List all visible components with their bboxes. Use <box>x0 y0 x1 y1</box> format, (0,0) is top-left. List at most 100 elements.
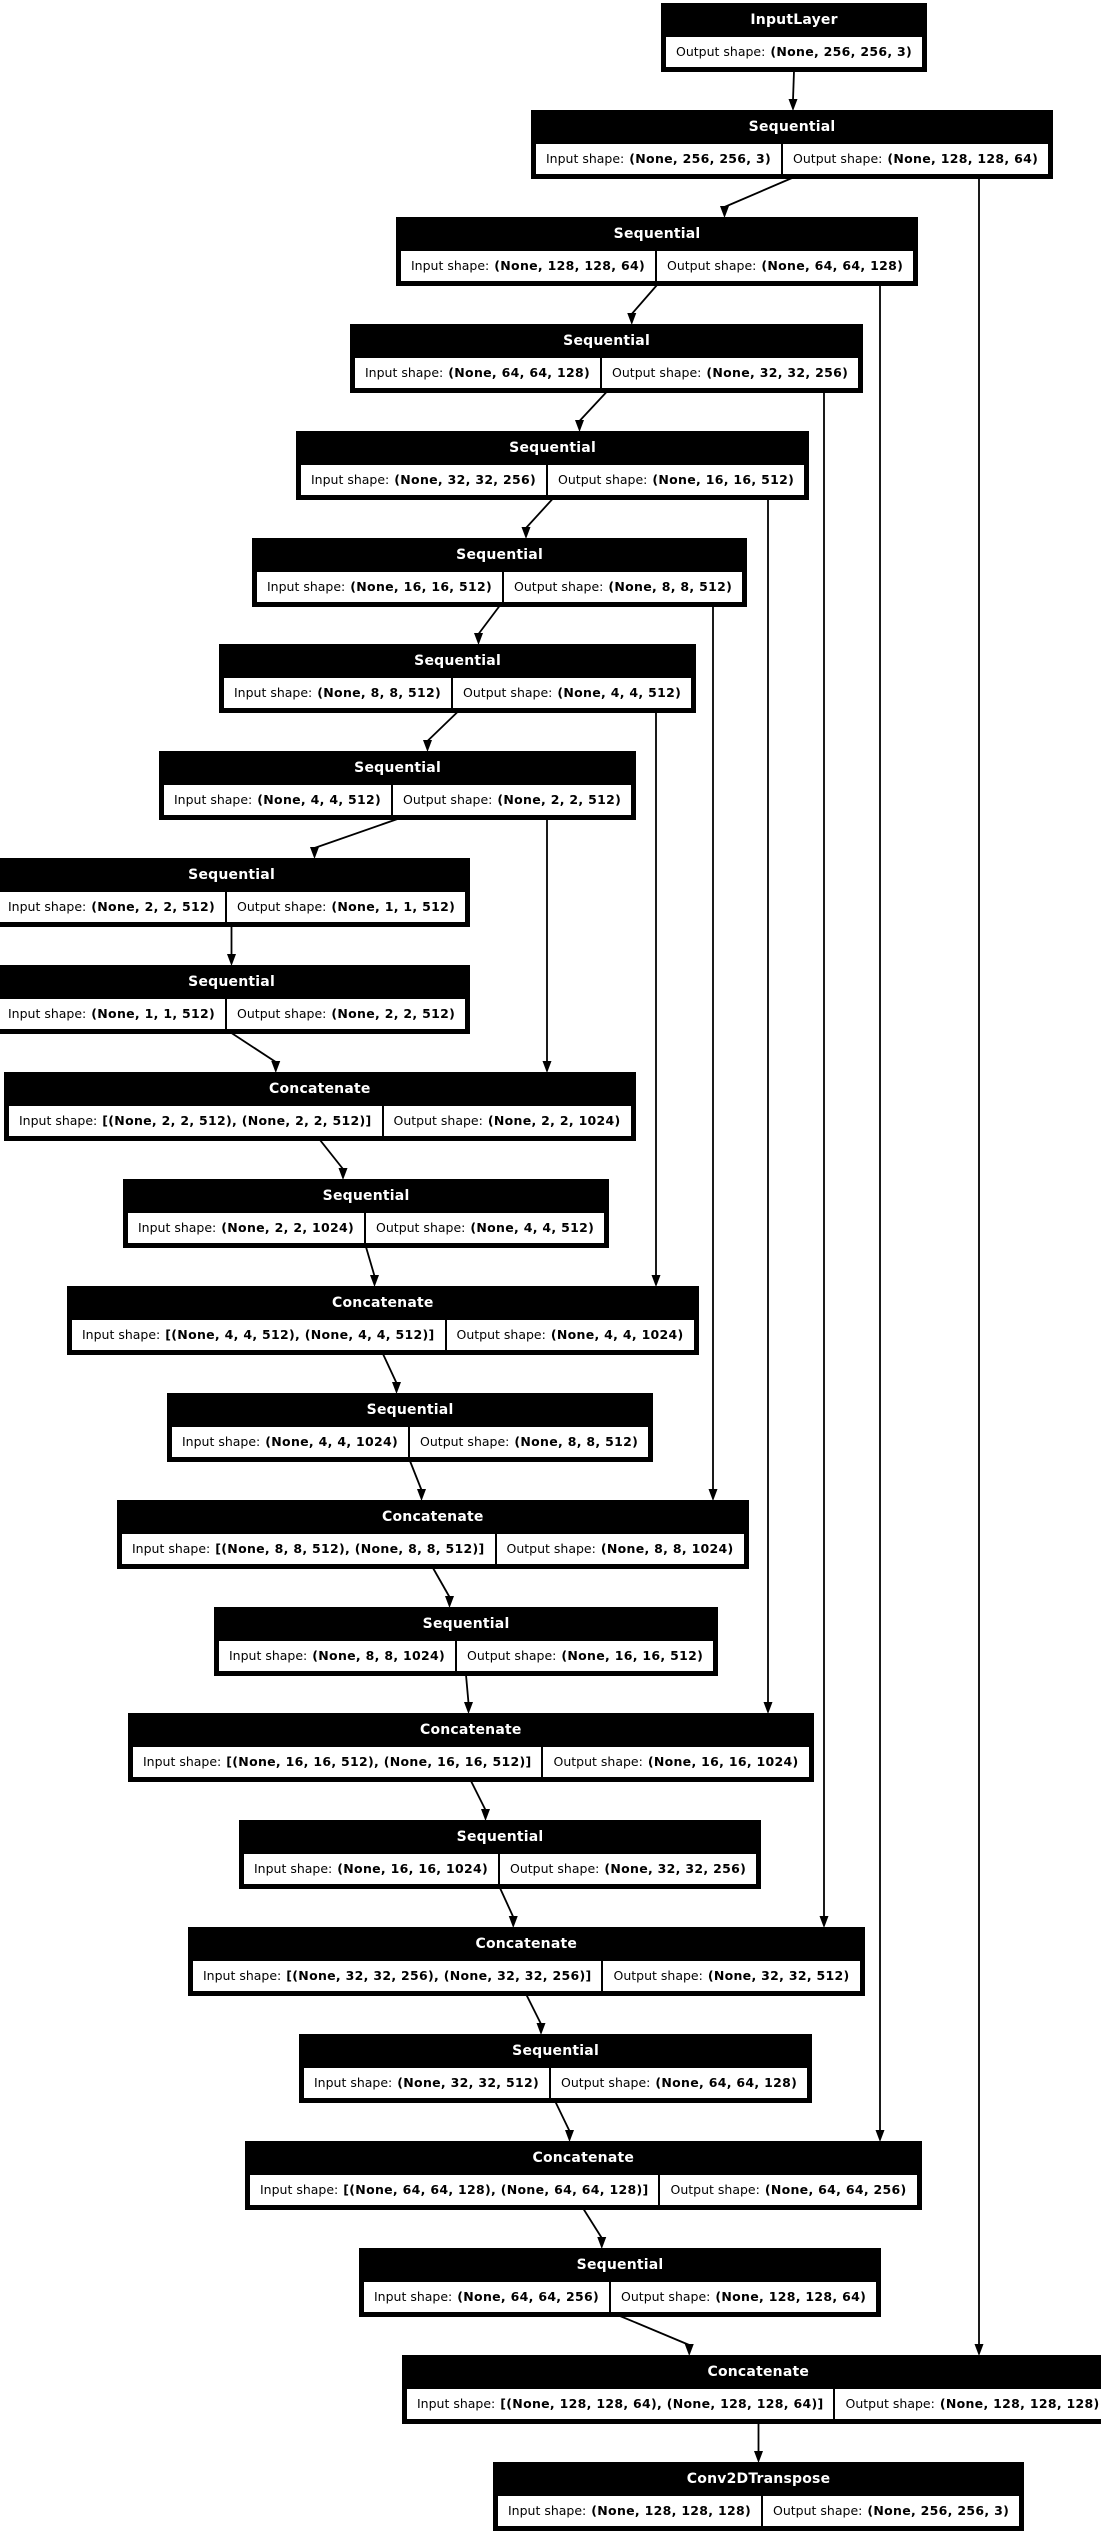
output-shape-label: Output shape: <box>845 2396 935 2411</box>
layer-shapes-row: Input shape:[(None, 64, 64, 128), (None,… <box>247 2172 920 2208</box>
output-shape-label: Output shape: <box>506 1541 596 1556</box>
edge-line <box>525 1994 542 2025</box>
input-shape-value: [(None, 16, 16, 512), (None, 16, 16, 512… <box>226 1754 532 1769</box>
edge-line <box>409 1460 423 1491</box>
edge-line <box>382 1353 398 1384</box>
layer-type-title: Sequential <box>366 1402 454 1418</box>
layer-shapes-row: Input shape:[(None, 2, 2, 512), (None, 2… <box>6 1103 634 1139</box>
arrowhead-icon <box>754 2451 763 2463</box>
input-shape-cell: Input shape:[(None, 32, 32, 256), (None,… <box>192 1960 603 1992</box>
input-shape-cell: Input shape:(None, 4, 4, 1024) <box>171 1426 410 1458</box>
layer-shapes-row: Input shape:(None, 128, 128, 64)Output s… <box>398 248 917 284</box>
input-shape-label: Input shape: <box>411 258 490 273</box>
layer-shapes-row: Input shape:[(None, 4, 4, 512), (None, 4… <box>69 1317 697 1353</box>
input-shape-cell: Input shape:(None, 128, 128, 128) <box>497 2495 763 2527</box>
input-shape-label: Input shape: <box>203 1968 282 1983</box>
output-shape-value: (None, 16, 16, 512) <box>652 472 795 487</box>
edge-line <box>314 818 398 849</box>
output-shape-value: (None, 2, 2, 1024) <box>487 1113 621 1128</box>
output-shape-cell: Output shape: (None, 128, 128, 64) <box>610 2281 878 2313</box>
input-shape-label: Input shape: <box>234 685 313 700</box>
input-shape-label: Input shape: <box>82 1327 161 1342</box>
input-shape-value: (None, 8, 8, 512) <box>317 685 442 700</box>
output-shape-cell: Output shape:(None, 4, 4, 512) <box>452 677 693 709</box>
input-shape-cell: Input shape:(None, 2, 2, 1024) <box>127 1212 366 1244</box>
layer-shapes-row: Input shape:(None, 32, 32, 256)Output sh… <box>298 462 808 498</box>
edge-line <box>365 1246 376 1277</box>
layer-shapes-row: Input shape:[(None, 128, 128, 64), (None… <box>404 2386 1101 2422</box>
arrowhead-icon <box>536 2023 546 2035</box>
arrowhead-icon <box>370 1275 379 1287</box>
output-shape-label: Output shape: <box>621 2289 711 2304</box>
arrowhead-icon <box>875 2130 885 2142</box>
arrowhead-icon <box>565 2130 574 2142</box>
input-shape-label: Input shape: <box>260 2182 339 2197</box>
output-shape-value: (None, 64, 64, 128) <box>761 258 904 273</box>
output-shape-value: (None, 64, 64, 256) <box>764 2182 907 2197</box>
output-shape-value: (None, 2, 2, 512) <box>497 792 622 807</box>
input-shape-value: [(None, 8, 8, 512), (None, 8, 8, 512)] <box>215 1541 485 1556</box>
input-shape-value: (None, 16, 16, 1024) <box>337 1861 489 1876</box>
input-shape-value: (None, 128, 128, 128) <box>591 2503 752 2518</box>
layer-shapes-row: Input shape:(None, 4, 4, 512)Output shap… <box>161 782 635 818</box>
edge-line <box>631 284 658 315</box>
input-shape-value: (None, 64, 64, 128) <box>448 365 591 380</box>
output-shape-cell: Output shape: (None, 64, 64, 256) <box>659 2174 918 2206</box>
layer-shapes-row: Input shape: (None, 16, 16, 1024) Output s… <box>241 1851 760 1887</box>
input-shape-label: Input shape: <box>254 1861 333 1876</box>
arrowhead-icon <box>708 1489 718 1501</box>
layer-type-title: Sequential <box>354 760 441 776</box>
input-shape-label: Input shape: <box>19 1113 98 1128</box>
output-shape-value: (None, 256, 256, 3) <box>867 2503 1010 2518</box>
arrowhead-icon <box>474 633 483 645</box>
output-shape-value: (None, 4, 4, 512) <box>470 1220 595 1235</box>
layer-shapes-row: Input shape:[(None, 8, 8, 512), (None, 8… <box>119 1531 747 1567</box>
output-shape-label: Output shape: <box>670 2182 760 2197</box>
layer-type-title: Sequential <box>613 226 701 242</box>
output-shape-value: (None, 128, 128, 64) <box>715 2289 867 2304</box>
input-shape-cell: Input shape:(None, 2, 2, 512) <box>0 891 227 923</box>
arrowhead-icon <box>338 1168 348 1180</box>
output-shape-label: Output shape: <box>510 1861 600 1876</box>
arrowhead-icon <box>464 1702 473 1714</box>
output-shape-label: Output shape: <box>376 1220 466 1235</box>
arrowhead-icon <box>508 1916 518 1928</box>
edge-line <box>554 2101 571 2132</box>
input-shape-label: Input shape: <box>314 2075 393 2090</box>
output-shape-cell: Output shape:(None, 16, 16, 1024) <box>542 1746 810 1778</box>
layer-shapes-row: Input shape:(None, 256, 256, 3)Output sh… <box>533 141 1052 177</box>
output-shape-cell: Output shape:(None, 32, 32, 512) <box>602 1960 861 1992</box>
arrowhead-icon <box>542 1061 552 1073</box>
layer-shapes-row: Input shape:(None, 1, 1, 512)Output shap… <box>0 996 469 1032</box>
output-shape-label: Output shape: <box>613 1968 703 1983</box>
input-shape-label: Input shape: <box>311 472 390 487</box>
layer-shapes-row: Input shape: (None, 8, 8, 512) Output shap… <box>221 675 695 711</box>
output-shape-value: (None, 8, 8, 512) <box>514 1434 639 1449</box>
input-shape-cell: Input shape:(None, 64, 64, 128) <box>354 357 602 389</box>
layer-shapes-row: Input shape:(None, 16, 16, 512)Output sh… <box>254 569 746 605</box>
layer-type-title: Sequential <box>509 440 596 456</box>
input-shape-value: (None, 256, 256, 3) <box>629 151 772 166</box>
arrowhead-icon <box>974 2344 984 2356</box>
layer-shapes-row: Output shape:(None, 256, 256, 3) <box>663 34 926 70</box>
output-shape-label: Output shape: <box>393 1113 483 1128</box>
output-shape-label: Output shape: <box>561 2075 651 2090</box>
arrowhead-icon <box>521 527 531 539</box>
output-shape-cell: Output shape:(None, 64, 64, 128) <box>550 2067 809 2099</box>
arrowhead-icon <box>417 1489 426 1501</box>
output-shape-value: (None, 2, 2, 512) <box>331 1006 456 1021</box>
output-shape-cell: Output shape: (None, 4, 4, 512) <box>365 1212 606 1244</box>
